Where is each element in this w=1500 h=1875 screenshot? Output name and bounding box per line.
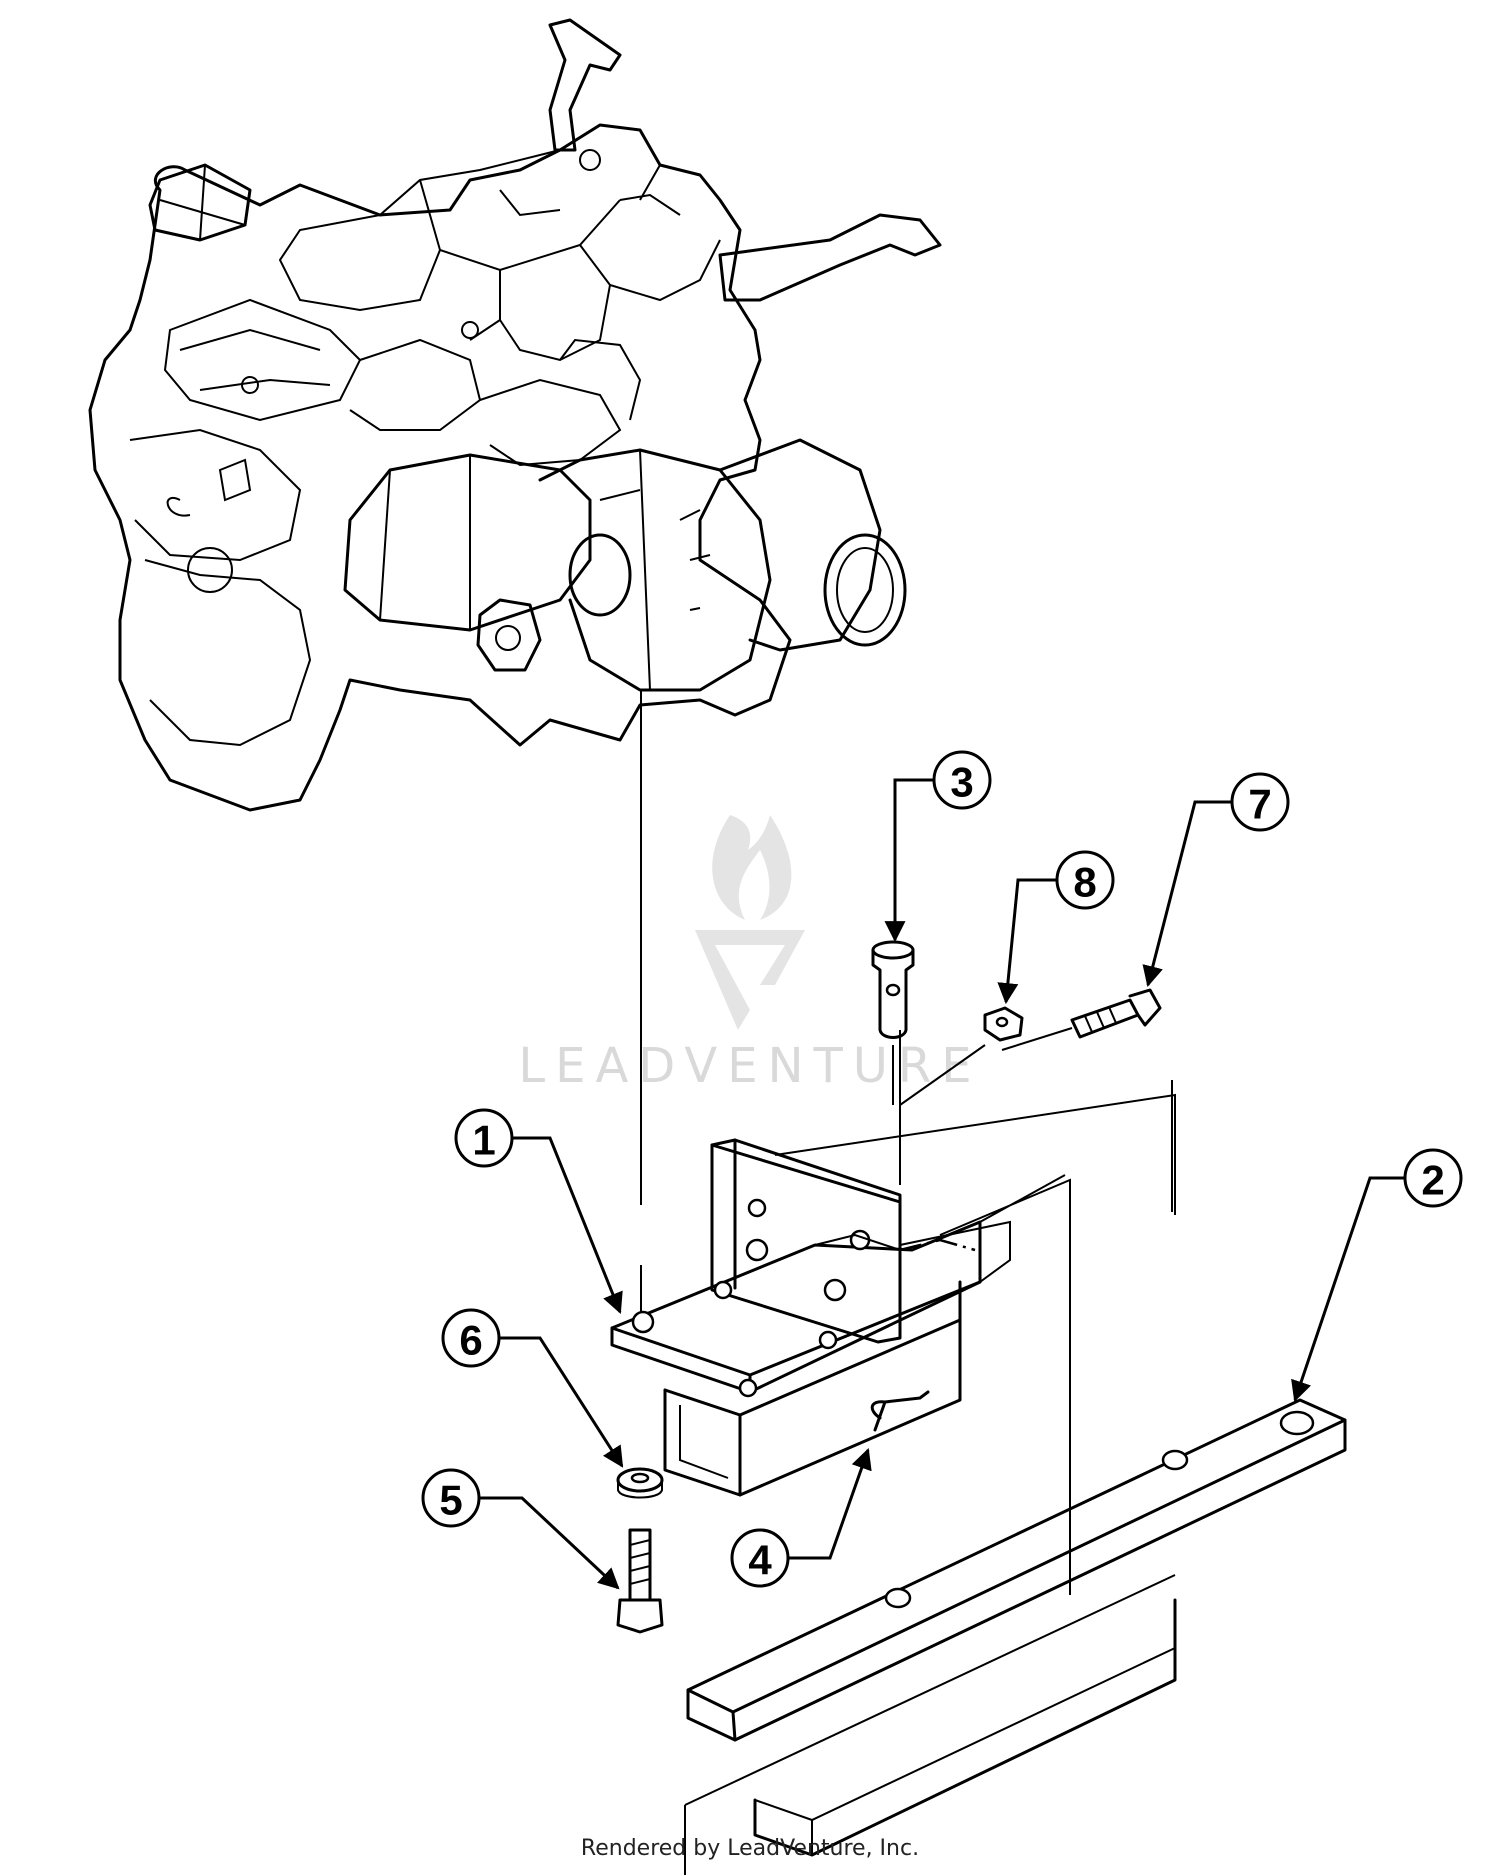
screw: [1001, 988, 1162, 1051]
footer-credit: Rendered by LeadVenture, Inc.: [580, 1836, 920, 1861]
callout-4: 4: [730, 1448, 872, 1588]
callout-label: 4: [748, 1537, 772, 1584]
callout-label: 3: [950, 759, 973, 806]
drawbar: [684, 1398, 1347, 1875]
callout-6: 6: [441, 1308, 624, 1468]
callout-label: 6: [459, 1317, 482, 1364]
watermark: LEADVENTURE: [518, 815, 981, 1094]
callout-1: 1: [454, 1108, 623, 1314]
transmission-housing: [88, 18, 942, 812]
callout-label: 7: [1248, 781, 1271, 828]
hitch-bracket: [610, 1093, 1176, 1595]
callout-8: 8: [997, 850, 1115, 1005]
watermark-text: LEADVENTURE: [518, 1038, 981, 1094]
callout-7: 7: [1142, 772, 1290, 988]
bolt: [616, 1528, 664, 1634]
callout-label: 2: [1421, 1157, 1444, 1204]
nut: [899, 1006, 1024, 1106]
callout-5: 5: [421, 1468, 620, 1590]
callout-3: 3: [884, 750, 992, 943]
hair-pin: [870, 1390, 930, 1432]
callout-2: 2: [1291, 1148, 1463, 1402]
callout-label: 1: [472, 1117, 495, 1164]
callout-label: 5: [439, 1477, 462, 1524]
callout-label: 8: [1073, 859, 1096, 906]
washer: [616, 1467, 664, 1499]
